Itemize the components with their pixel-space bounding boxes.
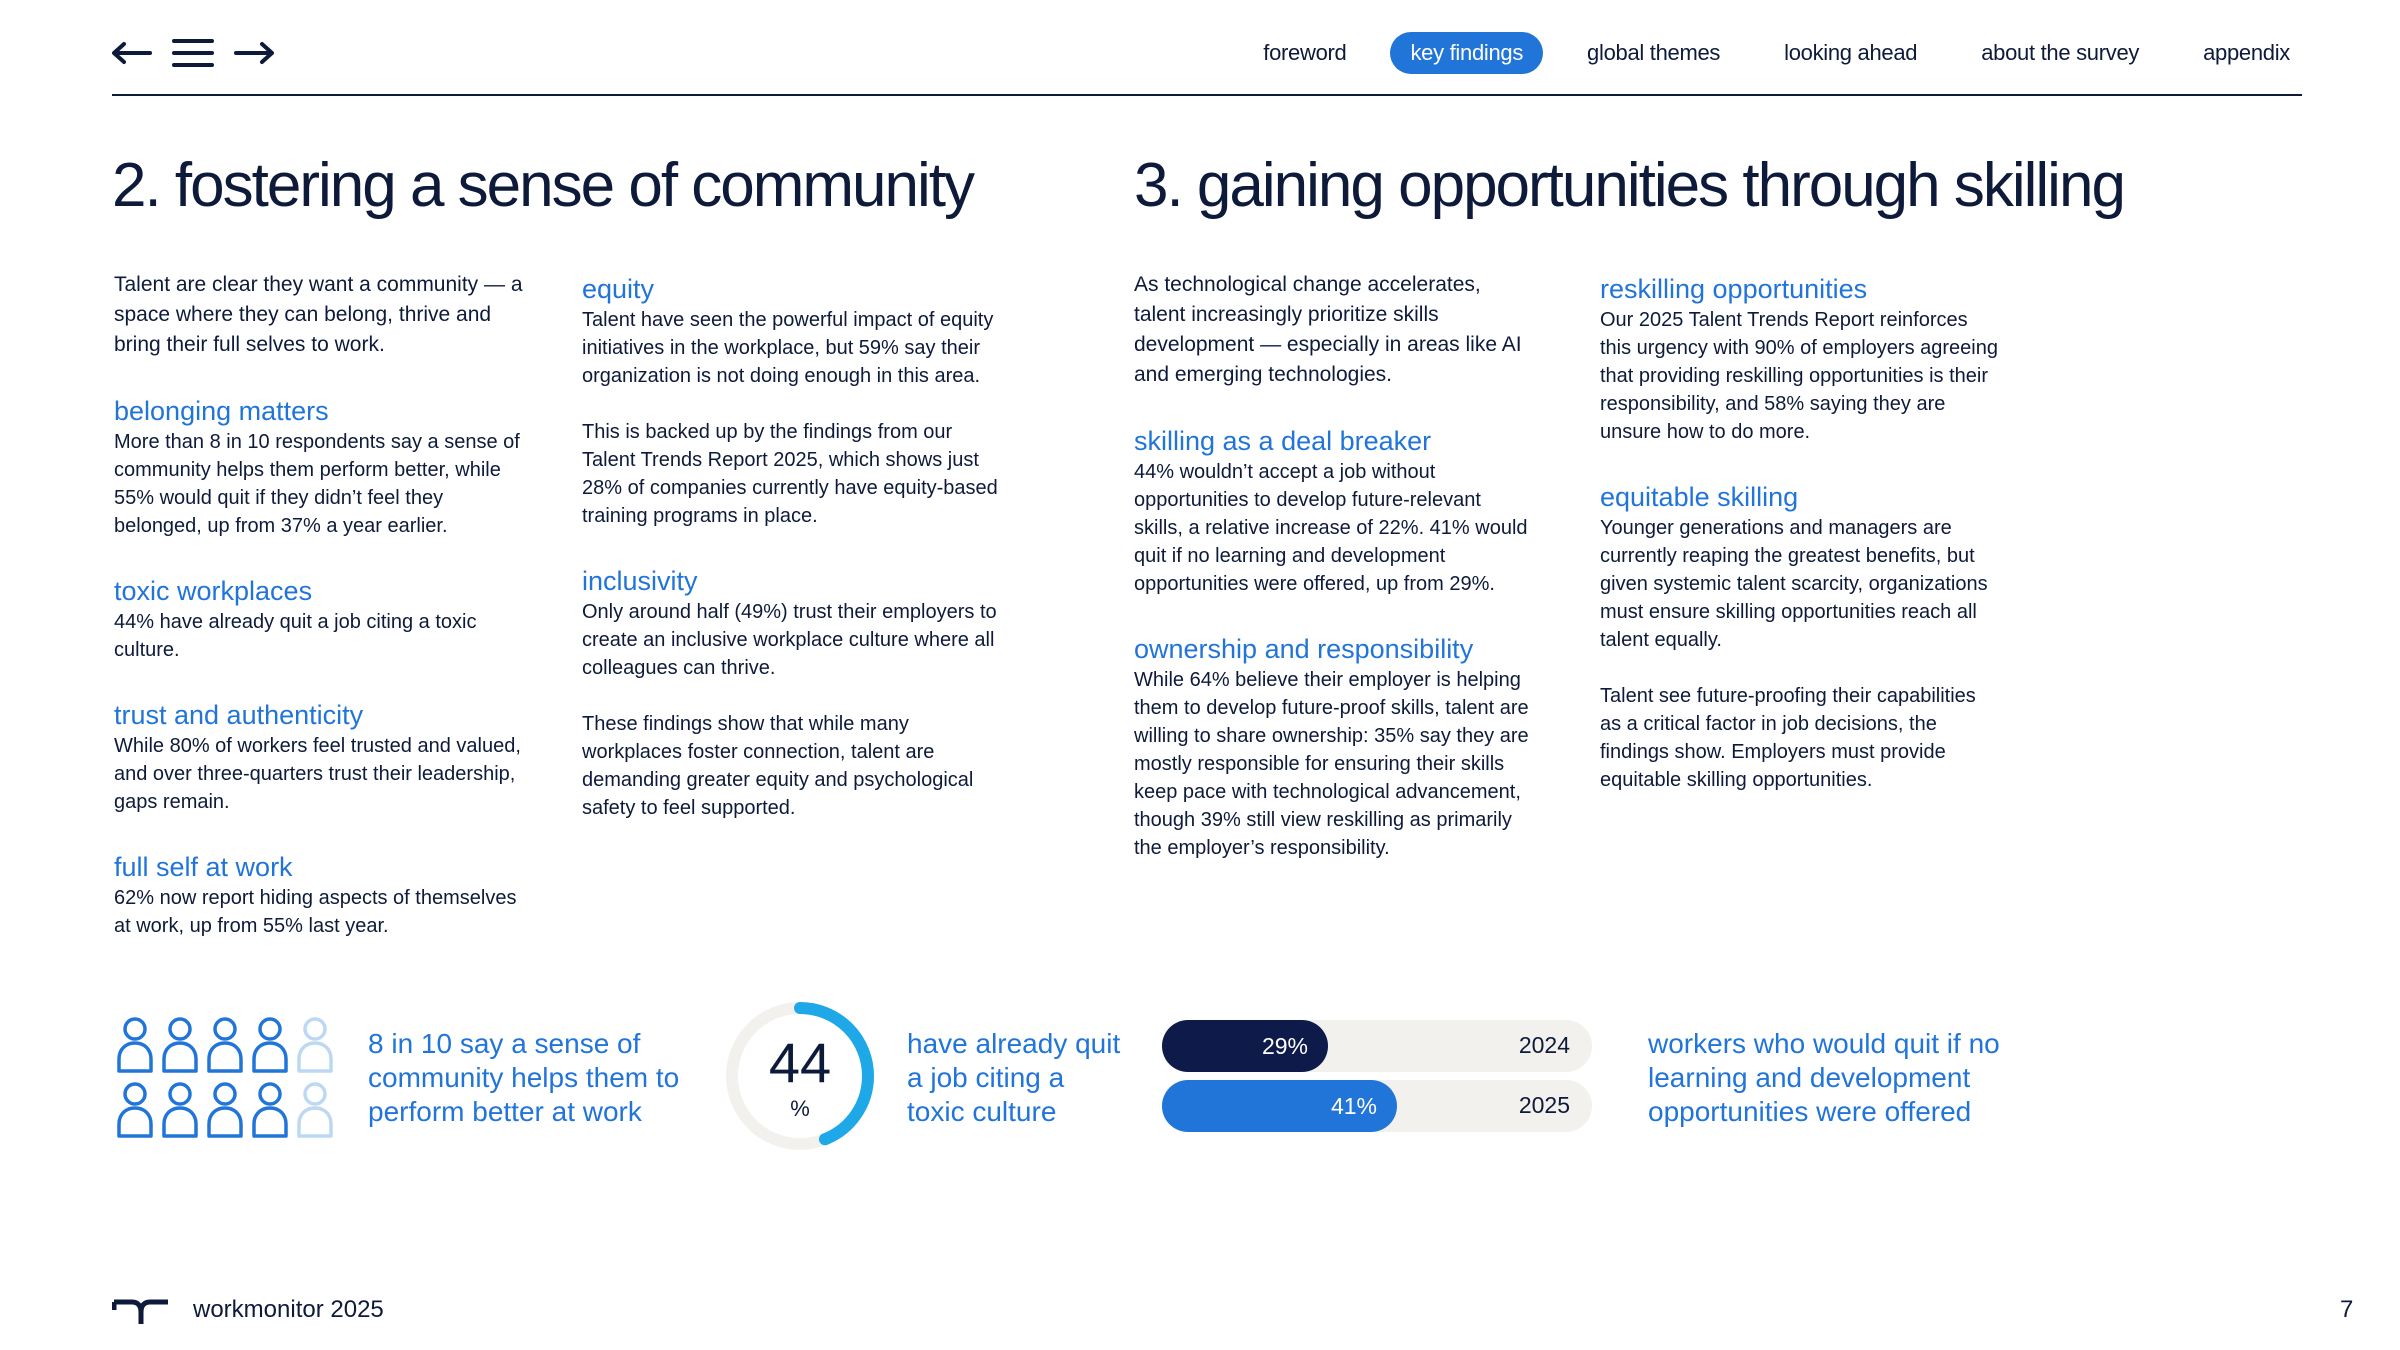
bar-label: 41% [1330, 1092, 1377, 1119]
block-heading: toxic workplaces [114, 576, 313, 606]
tab-about-the-survey[interactable]: about the survey [1981, 40, 2140, 65]
bar-fill-2024: 29% [1162, 1020, 1328, 1072]
block-text: These findings show that while many work… [582, 713, 974, 819]
tab-global-themes[interactable]: global themes [1587, 40, 1721, 65]
menu-icon[interactable] [172, 38, 214, 68]
top-menu: foreword key findings global themes look… [1243, 32, 2310, 74]
community-stat-text: 8 in 10 say a sense of community helps t… [368, 1028, 680, 1127]
block-heading: reskilling opportunities [1600, 274, 1868, 304]
bar-track-2025: 41% 2025 [1162, 1080, 1592, 1132]
tab-foreword[interactable]: foreword [1263, 40, 1347, 65]
page-number: 7 [2340, 1296, 2354, 1323]
person-icon-filled [117, 1017, 153, 1073]
section-3-column-b: reskilling opportunities Our 2025 Talent… [1600, 272, 2000, 828]
person-icon-filled [252, 1082, 288, 1138]
arrow-right-icon[interactable] [234, 41, 276, 65]
people-icon-grid [117, 1017, 333, 1138]
section-2-column-b: equity Talent have seen the powerful imp… [582, 272, 1002, 856]
toxic-culture-donut [726, 1002, 874, 1150]
footer-brand: workmonitor 2025 [193, 1296, 384, 1323]
section-3-intro: As technological change accelerates, tal… [1134, 273, 1522, 386]
block-text: 44% wouldn’t accept a job without opport… [1134, 461, 1528, 595]
nav-icons [110, 38, 276, 68]
block-heading: trust and authenticity [114, 700, 364, 730]
header-divider [112, 94, 2302, 96]
arrow-left-icon[interactable] [110, 41, 152, 65]
bar-year: 2024 [1518, 1032, 1570, 1058]
section-2-title: 2. fostering a sense of community [112, 151, 975, 220]
block-text: While 80% of workers feel trusted and va… [114, 735, 521, 813]
donut-unit: % [790, 1096, 810, 1121]
block-heading: equity [582, 274, 655, 304]
toxic-stat-text: have already quit a job citing a toxic c… [907, 1028, 1121, 1127]
block-text: 62% now report hiding aspects of themsel… [114, 887, 517, 937]
quit-stat-text: workers who would quit if no learning an… [1648, 1028, 2000, 1127]
block-heading: equitable skilling [1600, 482, 1799, 512]
block-heading: belonging matters [114, 396, 329, 426]
tab-looking-ahead[interactable]: looking ahead [1784, 40, 1918, 65]
person-icon-filled [207, 1082, 243, 1138]
person-icon-empty [297, 1017, 333, 1073]
bar-year: 2025 [1518, 1092, 1570, 1118]
block-text: Talent see future-proofing their capabil… [1600, 685, 1976, 791]
person-icon-filled [162, 1082, 198, 1138]
person-icon-filled [117, 1082, 153, 1138]
block-text: This is backed up by the findings from o… [582, 421, 998, 527]
person-icon-filled [252, 1017, 288, 1073]
person-icon-filled [207, 1017, 243, 1073]
donut-value: 44 [768, 1031, 832, 1094]
person-icon-empty [297, 1082, 333, 1138]
bar-label: 29% [1261, 1032, 1308, 1059]
block-text: Our 2025 Talent Trends Report reinforces… [1600, 309, 1998, 443]
tab-appendix[interactable]: appendix [2203, 40, 2290, 65]
block-text: Younger generations and managers are cur… [1600, 517, 1988, 651]
section-3-title: 3. gaining opportunities through skillin… [1134, 151, 2126, 220]
block-text: More than 8 in 10 respondents say a sens… [114, 431, 520, 537]
block-heading: skilling as a deal breaker [1134, 426, 1432, 456]
block-text: Talent have seen the powerful impact of … [582, 309, 994, 387]
donut-arc [726, 1002, 874, 1150]
bar-fill-2025: 41% [1162, 1080, 1397, 1132]
block-heading: ownership and responsibility [1134, 634, 1474, 664]
block-heading: full self at work [114, 852, 293, 882]
person-icon-filled [162, 1017, 198, 1073]
tab-key-findings[interactable]: key findings [1390, 32, 1544, 74]
section-2-intro: Talent are clear they want a community —… [114, 273, 523, 356]
block-text: 44% have already quit a job citing a tox… [114, 611, 477, 661]
section-3-column-a: As technological change accelerates, tal… [1134, 270, 1534, 896]
block-text: Only around half (49%) trust their emplo… [582, 601, 997, 679]
randstad-logo-icon [112, 1299, 168, 1324]
bar-track-2024: 29% 2024 [1162, 1020, 1592, 1072]
section-2-column-a: Talent are clear they want a community —… [114, 270, 524, 974]
block-text: While 64% believe their employer is help… [1134, 669, 1529, 859]
block-heading: inclusivity [582, 566, 698, 596]
